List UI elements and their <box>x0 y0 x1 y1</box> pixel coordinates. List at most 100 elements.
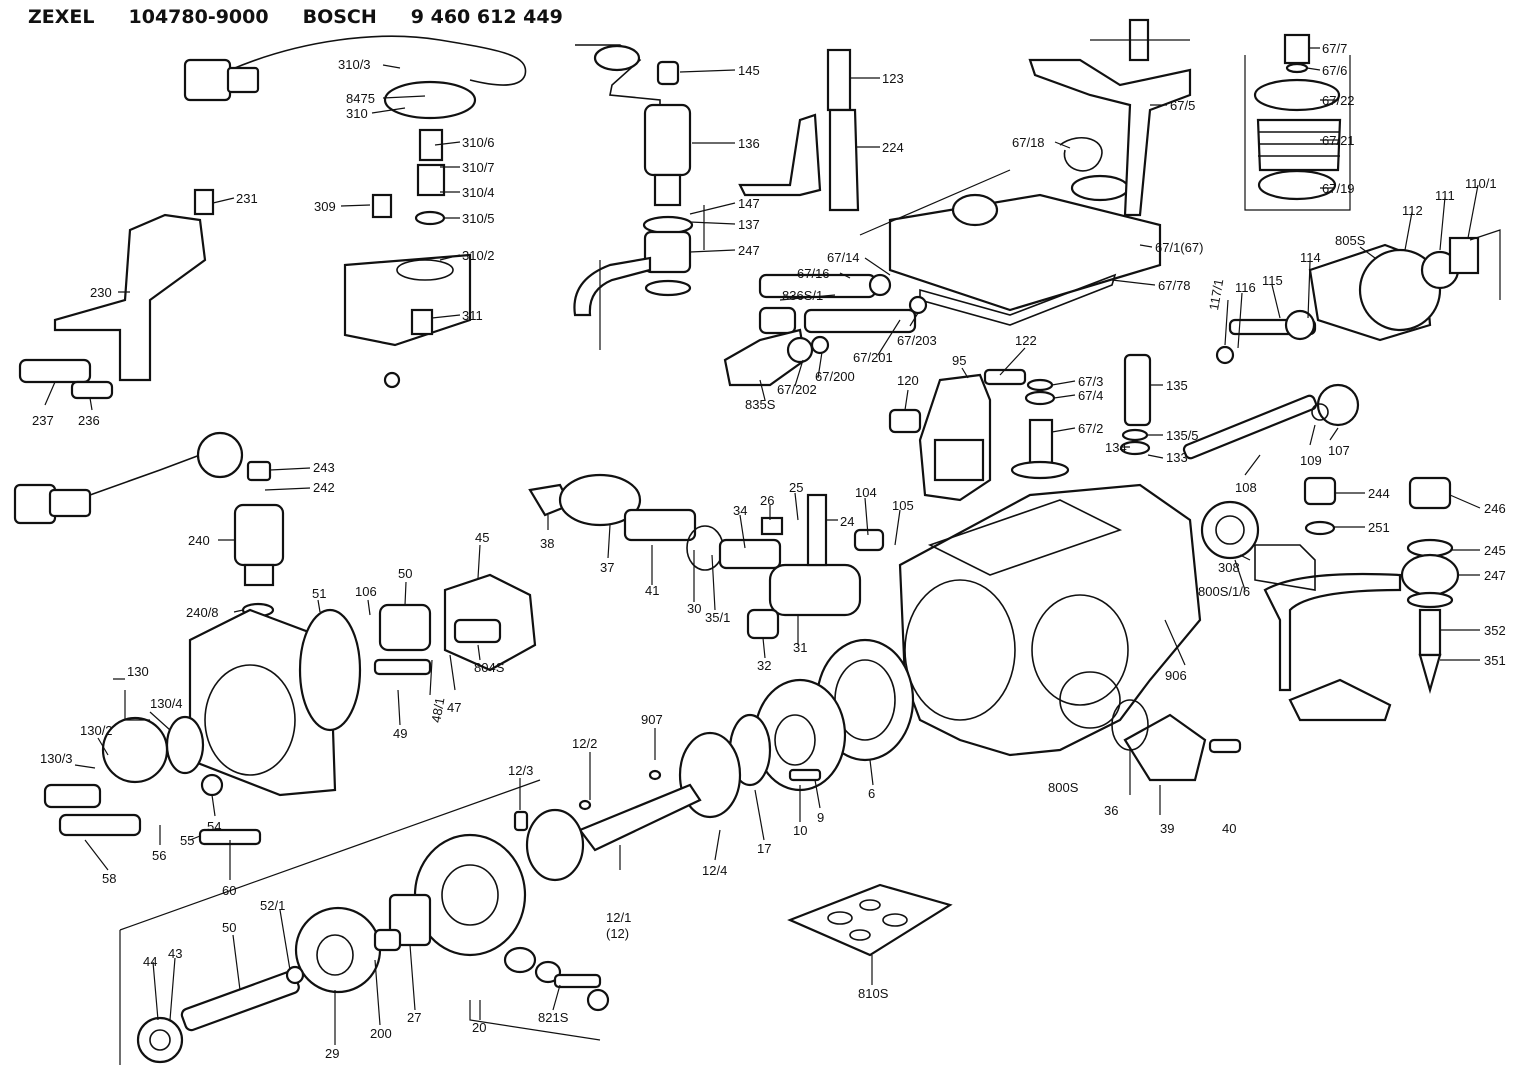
label-41: 41 <box>645 583 659 598</box>
valve-stack-67-2 <box>1010 353 1152 480</box>
label-67-19: 67/19 <box>1322 181 1355 196</box>
label-9: 9 <box>817 810 824 825</box>
label-67-18: 67/18 <box>1012 135 1045 150</box>
label-12-1: 12/1 <box>606 910 631 925</box>
label-107: 107 <box>1328 443 1350 458</box>
label-67-6: 67/6 <box>1322 63 1347 78</box>
label-240-8: 240/8 <box>186 605 219 620</box>
label-25: 25 <box>789 480 803 495</box>
label-224: 224 <box>882 140 904 155</box>
label-133: 133 <box>1166 450 1188 465</box>
label-20: 20 <box>472 1020 486 1035</box>
group-outline-lines <box>119 39 1501 1065</box>
label-835s: 835S <box>745 397 776 412</box>
label-311: 311 <box>462 308 483 323</box>
label-247-top: 247 <box>738 243 760 258</box>
label-251: 251 <box>1368 520 1390 535</box>
label-67-16: 67/16 <box>797 266 830 281</box>
label-51: 51 <box>312 586 326 601</box>
timer-assembly-130 <box>43 608 337 846</box>
cam-pulley-112 <box>1215 236 1480 365</box>
label-310-6: 310/6 <box>462 135 495 150</box>
label-115: 115 <box>1262 273 1283 288</box>
label-352: 352 <box>1484 623 1506 638</box>
label-47: 47 <box>447 700 461 715</box>
label-804s: 804S <box>474 660 505 675</box>
label-67-78: 67/78 <box>1158 278 1191 293</box>
label-104: 104 <box>855 485 877 500</box>
brand-zexel: ZEXEL <box>28 6 95 28</box>
label-37: 37 <box>600 560 614 575</box>
label-134: 134 <box>1105 440 1127 455</box>
label-130: 130 <box>127 664 149 679</box>
brand-bosch: BOSCH <box>302 6 377 28</box>
zexel-part-number: 104780-9000 <box>128 6 269 28</box>
label-12-paren: (12) <box>606 926 629 941</box>
label-147: 147 <box>738 196 760 211</box>
label-123: 123 <box>882 71 904 86</box>
label-44: 44 <box>143 954 157 969</box>
label-54: 54 <box>207 819 221 834</box>
label-130-2: 130/2 <box>80 723 113 738</box>
label-30: 30 <box>687 601 701 616</box>
label-130-3: 130/3 <box>40 751 73 766</box>
label-10: 10 <box>793 823 807 838</box>
label-12-2: 12/2 <box>572 736 597 751</box>
label-67-203: 67/203 <box>897 333 937 348</box>
label-67-201: 67/201 <box>853 350 893 365</box>
bracket-95 <box>888 368 1027 502</box>
label-67-3: 67/3 <box>1078 374 1103 389</box>
label-240: 240 <box>188 533 210 548</box>
label-67-202: 67/202 <box>777 382 817 397</box>
leader-lines <box>44 47 1481 1045</box>
label-108: 108 <box>1235 480 1257 495</box>
label-31: 31 <box>793 640 807 655</box>
label-200: 200 <box>370 1026 392 1041</box>
label-40: 40 <box>1222 821 1236 836</box>
label-805s-top: 805S <box>1335 233 1366 248</box>
lever-224 <box>738 48 860 212</box>
label-32: 32 <box>757 658 771 673</box>
label-95: 95 <box>952 353 966 368</box>
label-800s: 800S <box>1048 780 1079 795</box>
label-109: 109 <box>1300 453 1322 468</box>
label-310-3: 310/3 <box>338 57 371 72</box>
label-243: 243 <box>313 460 335 475</box>
label-116: 116 <box>1235 280 1256 295</box>
connector-cable-top <box>183 35 527 102</box>
label-35-1: 35/1 <box>705 610 730 625</box>
label-810s: 810S <box>858 986 889 1001</box>
label-34: 34 <box>733 503 747 518</box>
label-145: 145 <box>738 63 760 78</box>
label-310-5: 310/5 <box>462 211 495 226</box>
label-50-bottom: 50 <box>222 920 236 935</box>
label-122: 122 <box>1015 333 1037 348</box>
label-110-1: 110/1 <box>1465 176 1497 191</box>
label-310-2: 310/2 <box>462 248 495 263</box>
label-12-4: 12/4 <box>702 863 727 878</box>
label-8475: 8475 <box>346 91 375 106</box>
label-111: 111 <box>1435 188 1455 203</box>
label-836s-1: 836S/1 <box>782 288 823 303</box>
label-137: 137 <box>738 217 760 232</box>
label-242: 242 <box>313 480 335 495</box>
label-60: 60 <box>222 883 236 898</box>
drive-shaft-108 <box>1182 383 1360 460</box>
label-67-200: 67/200 <box>815 369 855 384</box>
adjusting-screws-67-200 <box>723 273 928 387</box>
label-237: 237 <box>32 413 54 428</box>
label-52-1: 52/1 <box>260 898 285 913</box>
overflow-valve-246 <box>1254 476 1460 722</box>
label-230: 230 <box>90 285 112 300</box>
label-105: 105 <box>892 498 914 513</box>
label-29: 29 <box>325 1046 339 1061</box>
label-351: 351 <box>1484 653 1506 668</box>
label-45: 45 <box>475 530 489 545</box>
label-67-14: 67/14 <box>827 250 860 265</box>
part-labels: 310/3 8475 310 310/6 310/7 309 310/4 310… <box>32 41 1506 1061</box>
feed-pump-51 <box>298 573 537 732</box>
governor-shaft-50 <box>136 965 305 1064</box>
label-55: 55 <box>180 833 194 848</box>
